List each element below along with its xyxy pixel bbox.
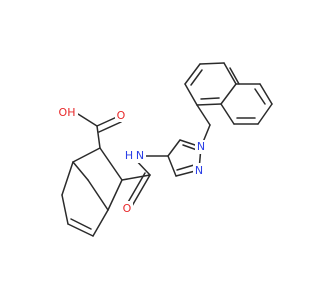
- bond: [254, 88, 266, 105]
- bond: [182, 144, 198, 151]
- bond: [98, 121, 122, 133]
- bond: [121, 174, 151, 181]
- bond: [176, 164, 195, 171]
- bond: [259, 83, 273, 105]
- bond: [77, 113, 98, 127]
- bond: [99, 147, 123, 181]
- bond: [229, 67, 240, 85]
- amide-hydrogen-label: H: [125, 149, 133, 162]
- bond: [223, 62, 237, 85]
- acid-oxygen-label: O: [117, 109, 126, 122]
- bond: [107, 179, 123, 211]
- bond: [190, 69, 203, 86]
- bond: [92, 209, 109, 237]
- bond: [184, 63, 201, 85]
- bond: [61, 194, 69, 225]
- bond: [61, 161, 74, 196]
- bonds: [61, 62, 273, 237]
- bond: [126, 172, 146, 205]
- bond: [131, 174, 151, 207]
- bond: [87, 179, 109, 211]
- hydroxyl-label: OH: [59, 106, 76, 119]
- bond: [167, 155, 177, 177]
- bond: [196, 103, 222, 106]
- bond: [257, 103, 273, 125]
- bond: [184, 83, 198, 106]
- bond: [67, 223, 94, 237]
- bond: [200, 97, 220, 100]
- amide-nitrogen-label: N: [136, 149, 144, 162]
- bond: [167, 139, 181, 157]
- bond: [220, 103, 235, 125]
- bond: [96, 125, 101, 149]
- amide-oxygen-label: O: [123, 202, 132, 215]
- bond: [199, 62, 225, 65]
- bond: [220, 83, 237, 105]
- atom-labels: OH O N H O N N: [56, 105, 207, 215]
- pyrazole-n1-label: N: [197, 140, 205, 153]
- bond: [72, 147, 101, 163]
- bond: [70, 218, 92, 230]
- pyrazole-n2-label: N: [195, 164, 203, 177]
- bond: [72, 161, 89, 181]
- molecule-structure: OH O N H O N N: [56, 62, 273, 237]
- bond: [196, 104, 211, 126]
